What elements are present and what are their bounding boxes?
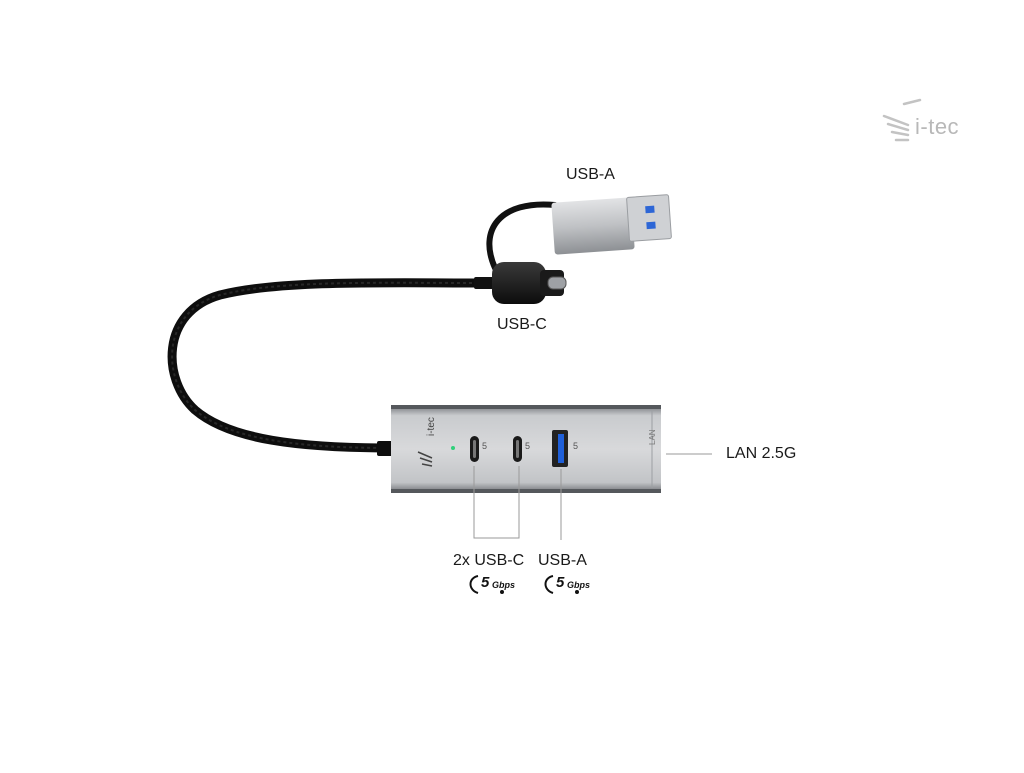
hub-body bbox=[391, 405, 661, 493]
speed-badge-value: 5 bbox=[556, 574, 565, 591]
hub-logo-text: i-tec bbox=[426, 417, 437, 436]
speed-badge-value: 5 bbox=[481, 574, 490, 591]
hub-logo-mark bbox=[417, 451, 433, 467]
speed-badge-unit: Gbps bbox=[492, 580, 516, 590]
hub-lan-text: LAN bbox=[648, 429, 657, 445]
port-speed-marking-1: 5 bbox=[482, 441, 488, 451]
adapter-tether bbox=[486, 201, 558, 271]
speed-badge-usb-c: 5 Gbps bbox=[476, 574, 520, 596]
port-speed-marking-3: 5 bbox=[573, 441, 579, 451]
status-led bbox=[451, 446, 455, 450]
label-usb-c-plug: USB-C bbox=[497, 316, 547, 333]
badge-arc-2 bbox=[544, 575, 554, 594]
usb-a-adapter bbox=[551, 194, 672, 255]
port-speed-marking-2: 5 bbox=[525, 441, 531, 451]
strain-relief bbox=[377, 441, 393, 456]
label-lan-port: LAN 2.5G bbox=[726, 445, 797, 462]
usb-c-plug bbox=[474, 262, 567, 304]
speed-badge-usb-a: 5 Gbps bbox=[551, 574, 595, 596]
label-usb-a-adapter: USB-A bbox=[566, 166, 615, 183]
label-usb-c-ports: 2x USB-C bbox=[453, 552, 525, 569]
badge-arc-1 bbox=[469, 575, 479, 594]
speed-badge-unit: Gbps bbox=[567, 580, 591, 590]
usb-c-bracket bbox=[473, 466, 520, 539]
label-usb-a-port: USB-A bbox=[538, 552, 587, 569]
brand-logo-text: i-tec bbox=[915, 114, 960, 139]
brand-mark-lines bbox=[882, 98, 922, 142]
